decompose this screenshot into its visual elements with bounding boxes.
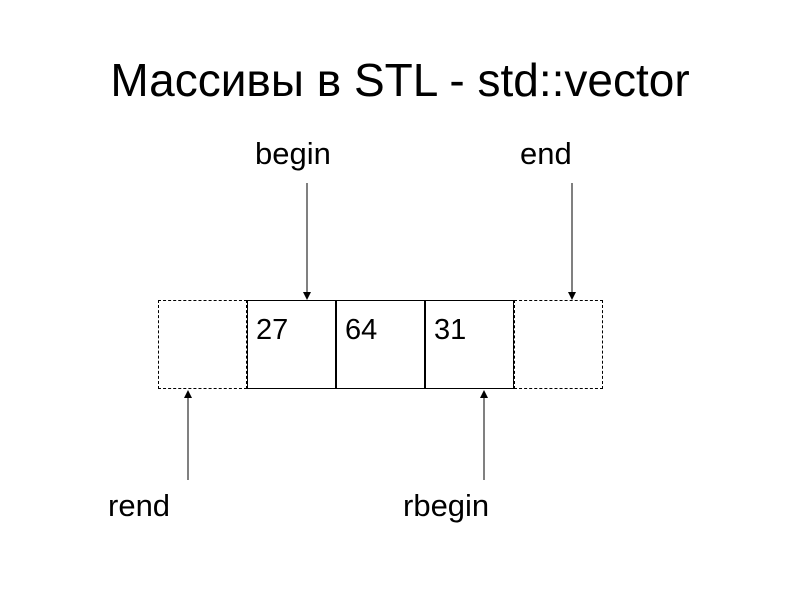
vector-cell-0: 27 [247, 300, 336, 389]
title-stl: STL [353, 54, 437, 106]
title-prefix: Массивы в [110, 54, 354, 106]
label-end: end [520, 136, 572, 171]
vector-cell-end-sentinel [514, 300, 603, 389]
vector-cell-rend-sentinel [158, 300, 247, 389]
rbegin-arrow [480, 390, 488, 480]
label-begin: begin [255, 136, 331, 171]
cell-value-0: 27 [256, 314, 289, 346]
label-rend: rend [108, 488, 171, 523]
label-rbegin: rbegin [403, 488, 490, 523]
cell-value-1: 64 [345, 314, 378, 346]
rend-arrow [184, 390, 192, 480]
slide-title: Массивы в STL - std::vector [0, 50, 800, 110]
begin-arrow [303, 183, 311, 300]
vector-cell-2: 31 [425, 300, 514, 389]
title-suffix: - std::vector [436, 54, 690, 106]
vector-cell-1: 64 [336, 300, 425, 389]
cell-value-2: 31 [434, 314, 467, 346]
end-arrow [568, 183, 576, 300]
